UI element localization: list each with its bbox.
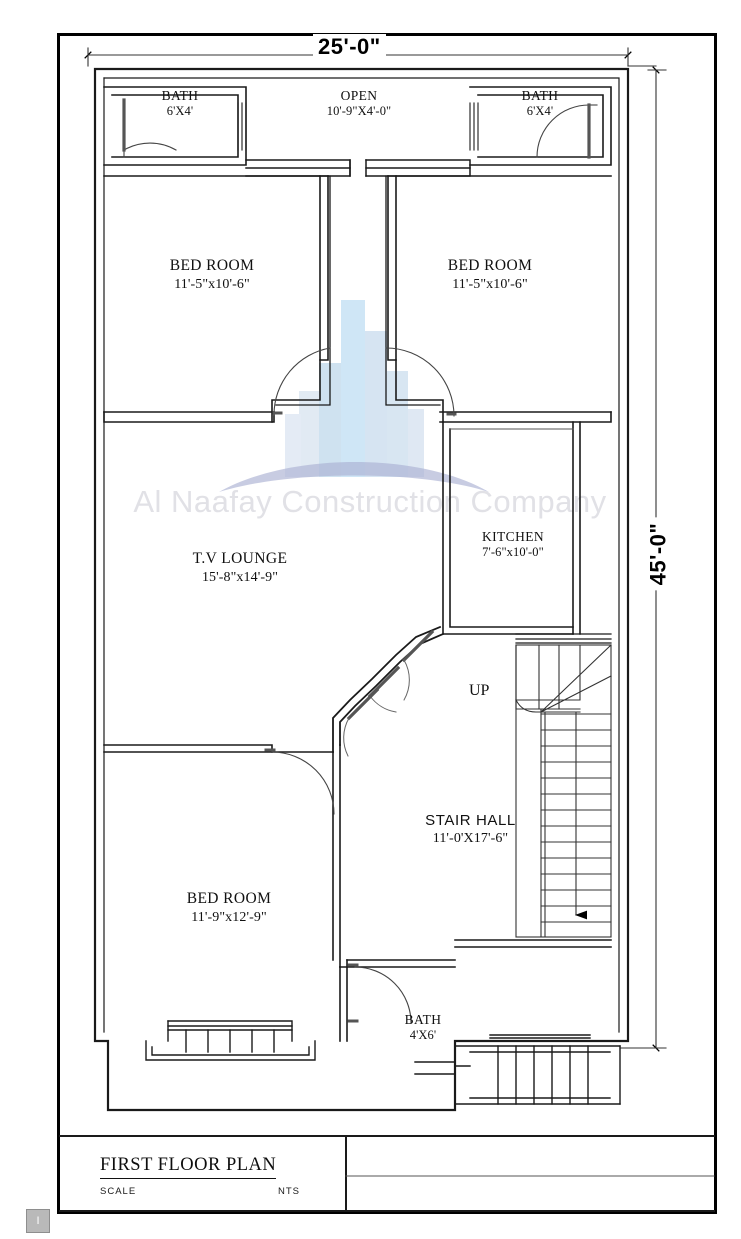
- lounge-door-right: [385, 347, 455, 417]
- scale-value: NTS: [278, 1186, 300, 1197]
- room-label-stair-hall: STAIR HALL 11'-0'X17'-6": [388, 812, 553, 847]
- room-name: OPEN: [340, 88, 378, 103]
- bath-top-left-door: [123, 142, 177, 158]
- diagonal-door-upper-arc: [403, 659, 410, 701]
- room-label-tv-lounge: T.V LOUNGE 15'-8"x14'-9": [155, 550, 325, 586]
- bedroom-top-right-walls: [387, 175, 612, 423]
- balcony-left: [145, 1020, 316, 1061]
- room-label-bedroom-top-right: BED ROOM 11'-5"x10'-6": [420, 257, 560, 293]
- stair-hall-walls: [454, 939, 612, 948]
- diagonal-door-lower-arc: [369, 695, 397, 713]
- room-label-bath-bottom: BATH 4'X6': [375, 1012, 471, 1044]
- room-name: BATH: [161, 88, 199, 103]
- room-name: BED ROOM: [186, 890, 272, 907]
- kitchen-walls: [442, 421, 581, 635]
- diagonal-door-bottom-arc: [343, 717, 350, 757]
- overall-width-dimension: 25'-0": [313, 34, 386, 60]
- overall-height-dimension: 45'-0": [645, 517, 672, 591]
- room-name: BATH: [404, 1012, 442, 1027]
- room-label-bath-top-left: BATH 6'X4': [126, 88, 234, 120]
- title-block-lines: [59, 1135, 715, 1212]
- bedroom-top-left-lower-wall: [103, 411, 275, 423]
- room-name: BED ROOM: [447, 257, 533, 274]
- bedroom-bottom-walls: [103, 744, 341, 968]
- room-label-bedroom-top-left: BED ROOM 11'-5"x10'-6": [142, 257, 282, 293]
- room-dimension: 7'-6"x10'-0": [482, 545, 544, 560]
- bath-top-left-window: [237, 102, 247, 151]
- room-dimension: 11'-9"x12'-9": [191, 909, 267, 925]
- bath-top-right-walls: [469, 86, 612, 166]
- exterior-walls: [93, 67, 630, 1112]
- room-label-open-shaft: OPEN 10'-9"X4'-0": [297, 88, 421, 120]
- room-name: KITCHEN: [481, 529, 545, 544]
- room-label-kitchen: KITCHEN 7'-6"x10'-0": [452, 529, 574, 561]
- bath-top-right-window: [469, 102, 479, 151]
- stair-up-label: UP: [466, 682, 493, 700]
- open-shaft-walls: [245, 159, 471, 177]
- drawing-title: FIRST FLOOR PLAN: [100, 1155, 277, 1179]
- room-dimension: 11'-5"x10'-6": [452, 276, 528, 292]
- room-label-bedroom-bottom: BED ROOM 11'-9"x12'-9": [150, 890, 308, 926]
- kitchen-stair-opening: [515, 633, 612, 644]
- scale-row: SCALE NTS: [100, 1186, 300, 1197]
- bath-bottom-door: [354, 966, 412, 1024]
- corner-toggle-label: I: [36, 1215, 40, 1227]
- lounge-door-left: [273, 347, 331, 416]
- scale-label: SCALE: [100, 1186, 137, 1197]
- room-dimension: 10'-9"X4'-0": [326, 104, 392, 119]
- diagonal-door-upper: [401, 629, 435, 663]
- staircase: [515, 644, 612, 938]
- room-label-bath-top-right: BATH 6'X4': [486, 88, 594, 120]
- room-name: T.V LOUNGE: [192, 550, 288, 567]
- bedroom-bottom-door: [271, 751, 335, 815]
- diagonal-door-bottom: [346, 687, 380, 721]
- room-dimension: 4'X6': [409, 1028, 437, 1043]
- drawing-sheet-frame: [57, 33, 717, 1214]
- title-block: FIRST FLOOR PLAN SCALE NTS: [60, 1136, 714, 1211]
- room-dimension: 11'-5"x10'-6": [174, 276, 250, 292]
- central-corridor-walls: [271, 175, 444, 423]
- room-dimension: 11'-0'X17'-6": [432, 831, 509, 847]
- bath-bottom-door-leaf: [347, 963, 359, 1023]
- balcony-right: [414, 1034, 621, 1105]
- room-dimension: 6'X4': [526, 104, 554, 119]
- corridor-inner-lines: [275, 175, 441, 406]
- title-block-left-cell: FIRST FLOOR PLAN SCALE NTS: [60, 1136, 346, 1211]
- corner-toggle-button[interactable]: I: [26, 1209, 50, 1233]
- room-name: BATH: [521, 88, 559, 103]
- room-name: STAIR HALL: [425, 812, 516, 829]
- exterior-wall-inner-line: [103, 77, 620, 1033]
- room-name: BED ROOM: [169, 257, 255, 274]
- bedroom-top-left-walls: [103, 175, 329, 413]
- room-dimension: 6'X4': [166, 104, 194, 119]
- diagonal-wall: [332, 625, 445, 753]
- room-dimension: 15'-8"x14'-9": [201, 569, 279, 585]
